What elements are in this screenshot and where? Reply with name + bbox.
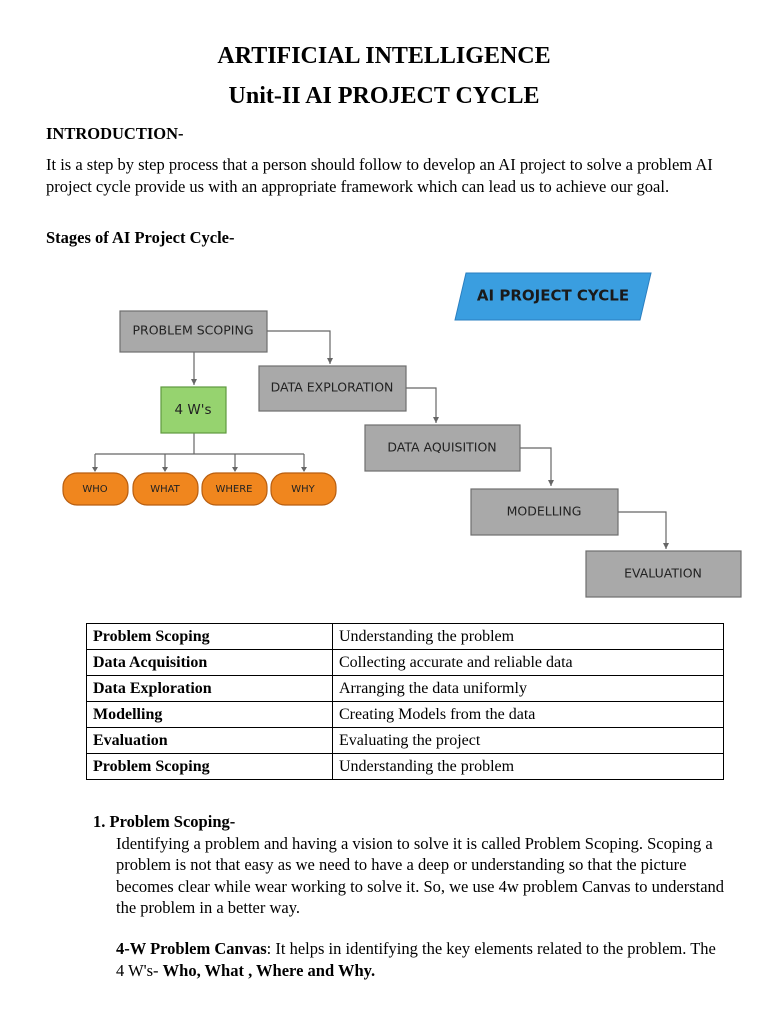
four-w-canvas-paragraph: 4-W Problem Canvas: It helps in identify… — [116, 938, 726, 981]
table-description-cell: Evaluating the project — [332, 727, 724, 754]
stage-label-evaluation: EVALUATION — [624, 566, 702, 581]
stage-label-problem-scoping: PROBLEM SCOPING — [132, 323, 253, 338]
banner-shape — [454, 272, 652, 321]
table-row: Problem Scoping Understanding the proble… — [86, 753, 724, 780]
w-label-why: WHY — [291, 484, 315, 495]
introduction-heading: INTRODUCTION- — [46, 124, 184, 143]
table-row: Modelling Creating Models from the data — [86, 701, 724, 728]
w-pill-where — [201, 472, 268, 506]
table-row: Data Acquisition Collecting accurate and… — [86, 649, 724, 676]
banner-label: AI PROJECT CYCLE — [477, 287, 629, 305]
table-stage-cell: Data Acquisition — [86, 649, 333, 676]
table-description-cell: Creating Models from the data — [332, 701, 724, 728]
connector-4ws-branches — [94, 433, 305, 471]
four-w-canvas-label: 4-W Problem Canvas — [116, 939, 267, 958]
problem-scoping-section: 1. Problem Scoping- Identifying a proble… — [93, 811, 733, 919]
table-stage-cell: Modelling — [86, 701, 333, 728]
w-label-what: WHAT — [150, 484, 180, 495]
table-stage-cell: Data Exploration — [86, 675, 333, 702]
stage-box-problem-scoping — [119, 310, 268, 353]
table-description-cell: Understanding the problem — [332, 623, 724, 650]
connector-aquisition-modelling — [520, 447, 554, 486]
branch-arrowheads — [92, 467, 307, 472]
document-title: ARTIFICIAL INTELLIGENCE — [217, 43, 551, 69]
w-pill-what — [132, 472, 199, 506]
stages-heading: Stages of AI Project Cycle- — [46, 228, 235, 247]
w-label-where: WHERE — [216, 484, 253, 495]
table-stage-cell: Problem Scoping — [86, 623, 333, 650]
unit-title: Unit-II AI PROJECT CYCLE — [228, 83, 540, 109]
stage-box-data-exploration — [258, 365, 407, 412]
table-description-cell: Arranging the data uniformly — [332, 675, 724, 702]
table-row: Data Exploration Arranging the data unif… — [86, 675, 724, 702]
stage-box-data-aquisition — [364, 424, 521, 472]
table-description-cell: Collecting accurate and reliable data — [332, 649, 724, 676]
table-row: Evaluation Evaluating the project — [86, 727, 724, 754]
w-pill-why — [270, 472, 337, 506]
four-ws-label: 4 W's — [175, 402, 212, 418]
problem-scoping-heading: 1. Problem Scoping- — [93, 812, 236, 831]
stage-label-data-aquisition: DATA AQUISITION — [387, 440, 496, 455]
four-ws-list: Who, What , Where and Why. — [162, 960, 376, 980]
problem-scoping-paragraph: Identifying a problem and having a visio… — [116, 833, 725, 918]
connector-scoping-exploration — [267, 330, 333, 364]
w-pill-who — [62, 472, 129, 506]
ai-project-cycle-diagram: AI PROJECT CYCLE PROBLEM SCOPING DATA EX… — [62, 272, 742, 598]
table-description-cell: Understanding the problem — [332, 753, 724, 780]
stage-label-modelling: MODELLING — [507, 504, 582, 519]
table-stage-cell: Evaluation — [86, 727, 333, 754]
stage-box-modelling — [470, 488, 619, 536]
table-stage-cell: Problem Scoping — [86, 753, 333, 780]
stages-table: Problem Scoping Understanding the proble… — [86, 623, 724, 780]
stage-label-data-exploration: DATA EXPLORATION — [271, 380, 394, 395]
connector-modelling-evaluation — [618, 511, 669, 549]
introduction-paragraph: It is a step by step process that a pers… — [46, 155, 713, 196]
four-w-canvas-text: : It helps in identifying the key elemen… — [116, 939, 716, 980]
table-row: Problem Scoping Understanding the proble… — [86, 623, 724, 650]
connector-exploration-aquisition — [406, 387, 439, 423]
four-ws-box — [160, 386, 227, 434]
w-label-who: WHO — [82, 484, 107, 495]
stage-box-evaluation — [585, 550, 742, 598]
